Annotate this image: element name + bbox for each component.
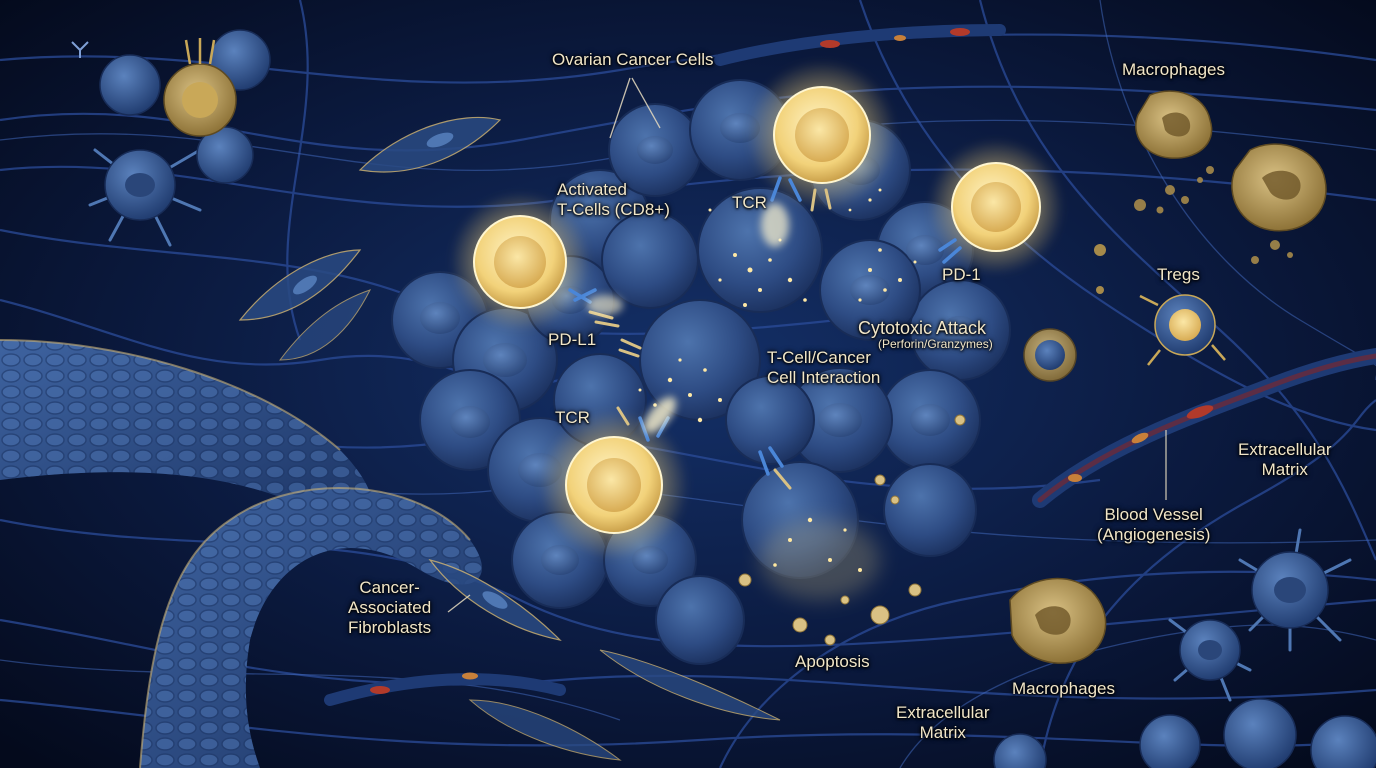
label-macrophages-top: Macrophages: [1122, 60, 1226, 79]
label-cafs-line2: Associated: [348, 598, 432, 617]
label-apoptosis: Apoptosis: [795, 652, 870, 671]
tissue-band-lower: [139, 487, 482, 768]
label-tcr-bottom: TCR: [555, 408, 590, 427]
synapse-flares: [587, 203, 789, 434]
label-pd1: PD-1: [942, 265, 981, 284]
treg-cell: [1139, 294, 1226, 366]
macrophage-top-2: [1231, 143, 1327, 232]
label-ecm-right-line1: Extracellular: [1238, 440, 1332, 459]
label-activated-t-cells-line1: Activated: [557, 180, 627, 199]
immune-cells-top-left: [71, 29, 271, 247]
blood-vessel-right: [1032, 348, 1376, 508]
cancer-associated-fibroblasts: [238, 116, 781, 761]
label-blood-vessel-line2: (Angiogenesis): [1097, 525, 1211, 544]
macrophage-top-debris: [1134, 166, 1293, 264]
label-cytotoxic-attack-detail: (Perforin/Granzymes): [878, 337, 993, 351]
label-cafs-line1: Cancer-: [359, 578, 420, 597]
label-blood-vessel: Blood Vessel (Angiogenesis): [1097, 505, 1210, 545]
label-blood-vessel-line1: Blood Vessel: [1104, 505, 1203, 524]
label-cafs-line3: Fibroblasts: [348, 618, 432, 637]
label-interaction-line1: T-Cell/Cancer: [767, 348, 871, 367]
label-ecm-bottom-line2: Matrix: [919, 723, 966, 742]
label-tcr-top: TCR: [732, 193, 767, 212]
label-ecm-bottom-line1: Extracellular: [896, 703, 990, 722]
label-ecm-right-line2: Matrix: [1261, 460, 1308, 479]
t-cell-top: [747, 60, 897, 210]
misc-cells: [1023, 244, 1106, 382]
label-ovarian-cancer-cells: Ovarian Cancer Cells: [552, 50, 714, 69]
apoptosis-glow: [760, 520, 880, 600]
label-pdl1: PD-L1: [548, 330, 597, 349]
label-cafs: Cancer- Associated Fibroblasts: [348, 578, 431, 638]
receptors: [568, 176, 962, 490]
t-cell-bottom: [539, 410, 689, 560]
macrophage-bottom: [1009, 577, 1107, 664]
label-macrophages-bottom: Macrophages: [1012, 679, 1116, 698]
blood-vessel-top: [714, 24, 1006, 66]
tissue-band-upper: [0, 339, 373, 526]
label-interaction: T-Cell/Cancer Cell Interaction: [767, 348, 880, 388]
label-tregs: Tregs: [1157, 265, 1200, 284]
blood-vessel-bottom: [324, 672, 566, 706]
apoptotic-blebs: [738, 414, 966, 646]
t-cell-right: [928, 139, 1064, 275]
label-activated-t-cells: Activated T-Cells (CD8+): [557, 180, 670, 220]
label-activated-t-cells-line2: T-Cells (CD8+): [557, 200, 670, 219]
label-interaction-line2: Cell Interaction: [767, 368, 881, 387]
macrophage-top-1: [1135, 90, 1213, 159]
leader-lines: [447, 77, 1167, 613]
dendritic-cells-bottom-right: [993, 528, 1376, 768]
t-cell-left: [450, 192, 590, 332]
label-extracellular-matrix-right: Extracellular Matrix: [1238, 440, 1332, 480]
label-cytotoxic-attack: Cytotoxic Attack: [858, 318, 987, 338]
label-extracellular-matrix-bottom: Extracellular Matrix: [896, 703, 990, 743]
